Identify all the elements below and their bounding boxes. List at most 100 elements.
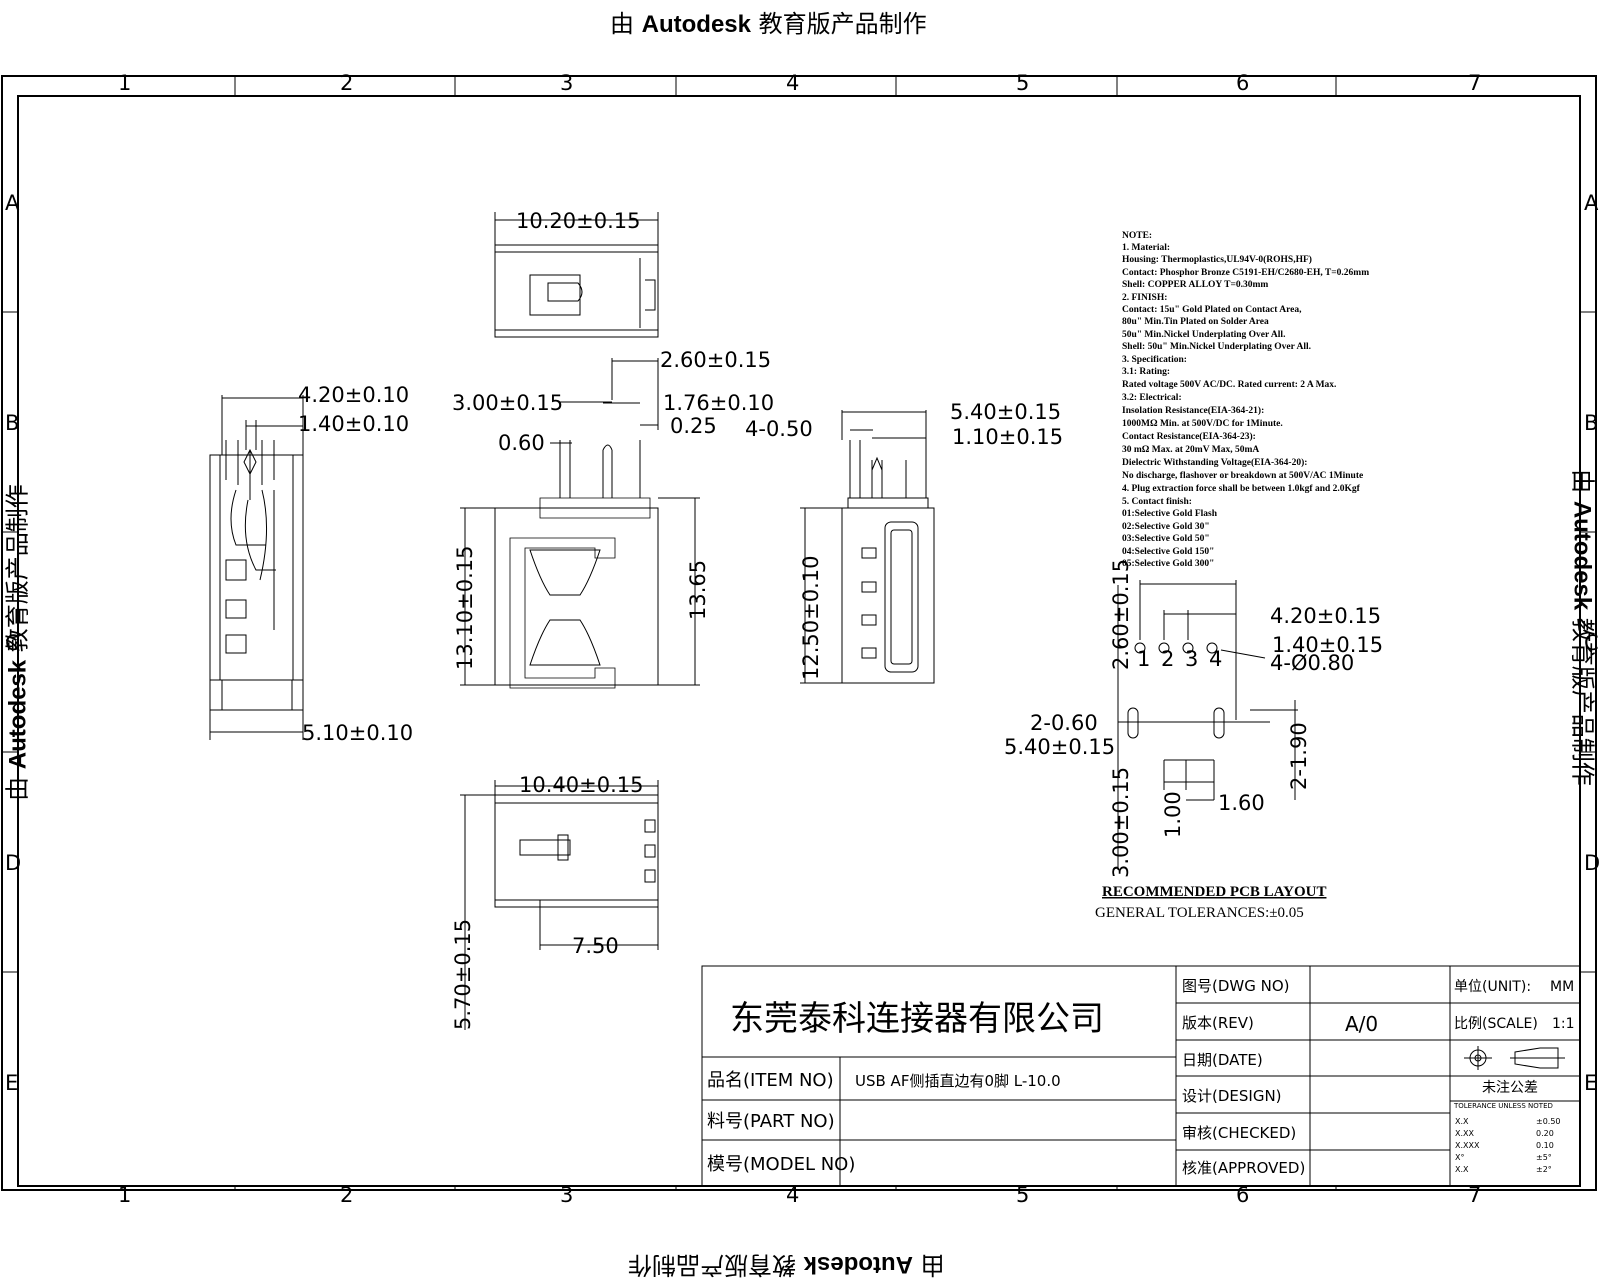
- note-line: Contact Resistance(EIA-364-23):: [1122, 431, 1256, 442]
- item-value: USB AF侧插直边有0脚 L-10.0: [855, 1072, 1061, 1090]
- model-label: 模号(MODEL NO): [707, 1154, 855, 1175]
- top-width-dim: 10.20±0.15: [516, 209, 640, 233]
- pcb-dim-1: 4.20±0.15: [1270, 604, 1381, 628]
- front-dim-5: 0.60: [498, 431, 545, 455]
- note-line: 3.1: Rating:: [1122, 367, 1170, 377]
- note-line: Contact: 15u" Gold Plated on Contact Are…: [1122, 305, 1302, 315]
- pcb-pin-labels: 1 2 3 4: [1137, 647, 1222, 671]
- note-line: 80u" Min.Tin Plated on Solder Area: [1122, 317, 1269, 327]
- note-line: 1000MΩ Min. at 500V/DC for 1Minute.: [1122, 419, 1283, 429]
- front-dim-2: 3.00±0.15: [452, 391, 563, 415]
- item-label: 品名(ITEM NO): [707, 1070, 834, 1091]
- end-dim-1: 5.40±0.15: [950, 400, 1061, 424]
- pcb-dim-5: 2-0.60: [1030, 711, 1098, 735]
- note-line: 30 mΩ Max. at 20mV Max, 50mA: [1122, 445, 1259, 455]
- tolerance-subtitle: TOLERANCE UNLESS NOTED: [1453, 1102, 1553, 1110]
- bottom-dim-2: 5.70±0.15: [451, 919, 475, 1030]
- end-dim-2: 4-0.50: [745, 417, 813, 441]
- tol-key: X.X: [1455, 1117, 1469, 1126]
- grid-col-2-b: 2: [340, 1183, 353, 1207]
- grid-col-3-b: 3: [560, 1183, 573, 1207]
- grid-row-b: B: [5, 411, 19, 435]
- rev-value: A/0: [1345, 1012, 1378, 1036]
- tol-key: X.X: [1455, 1165, 1469, 1174]
- bottom-dim-3: 7.50: [572, 934, 619, 958]
- grid-col-3: 3: [560, 71, 573, 95]
- pcb-dim-10: 3.00±0.15: [1109, 767, 1133, 878]
- grid-col-5: 5: [1016, 71, 1029, 95]
- unit-value: MM: [1550, 979, 1574, 995]
- approved-label: 核准(APPROVED): [1182, 1159, 1305, 1177]
- bottom-view: [460, 780, 658, 1030]
- grid-row-b-r: B: [1584, 411, 1598, 435]
- grid-row-e: E: [5, 1071, 18, 1095]
- grid-col-4-b: 4: [786, 1183, 799, 1207]
- pcb-dim-4: 2.60±0.15: [1109, 559, 1133, 670]
- note-line: No discharge, flashover or breakdown at …: [1122, 471, 1363, 481]
- bottom-dim-1: 10.40±0.15: [519, 773, 643, 797]
- note-line: Housing: Thermoplastics,UL94V-0(ROHS,HF): [1122, 254, 1312, 265]
- grid-col-1-b: 1: [118, 1183, 131, 1207]
- grid-row-d-r: D: [1584, 851, 1600, 875]
- pcb-dim-6: 5.40±0.15: [1004, 735, 1115, 759]
- grid-row-a: A: [5, 191, 20, 215]
- note-line: 4. Plug extraction force shall be betwee…: [1122, 484, 1361, 494]
- dwg-label: 图号(DWG NO): [1182, 977, 1290, 995]
- scale-value: 1:1: [1552, 1016, 1575, 1032]
- checked-label: 审核(CHECKED): [1182, 1124, 1296, 1142]
- pcb-title: RECOMMENDED PCB LAYOUT: [1102, 884, 1326, 900]
- note-line: Shell: 50u" Min.Nickel Underplating Over…: [1122, 342, 1311, 352]
- note-line: 02:Selective Gold 30": [1122, 522, 1210, 532]
- end-dim-4: 12.50±0.10: [799, 556, 823, 680]
- grid-col-5-b: 5: [1016, 1183, 1029, 1207]
- note-line: Shell: COPPER ALLOY T=0.30mm: [1122, 280, 1268, 290]
- note-line: 05:Selective Gold 300": [1122, 559, 1214, 569]
- side-view: [210, 395, 303, 740]
- pin-4: 4: [1209, 647, 1222, 671]
- note-line: 50u" Min.Nickel Underplating Over All.: [1122, 330, 1285, 340]
- note-line: 03:Selective Gold 50": [1122, 534, 1210, 544]
- pin-3: 3: [1185, 647, 1198, 671]
- grid-col-2: 2: [340, 71, 353, 95]
- part-label: 料号(PART NO): [707, 1111, 835, 1132]
- front-dim-6: 13.10±0.15: [453, 546, 477, 670]
- tol-val: 0.20: [1536, 1129, 1554, 1138]
- tol-val: ±5°: [1536, 1153, 1552, 1162]
- grid-col-4: 4: [786, 71, 799, 95]
- tol-val: ±0.50: [1536, 1117, 1561, 1126]
- grid-row-a-r: A: [1584, 191, 1599, 215]
- tol-key: X.XXX: [1455, 1141, 1480, 1150]
- tol-key: X°: [1455, 1153, 1464, 1162]
- side-dim-1: 4.20±0.10: [298, 383, 409, 407]
- note-line: 04:Selective Gold 150": [1122, 547, 1214, 557]
- note-line: 3.2: Electrical:: [1122, 393, 1182, 403]
- grid-row-e-r: E: [1584, 1071, 1597, 1095]
- note-line: Insolation Resistance(EIA-364-21):: [1122, 405, 1264, 416]
- pin-1: 1: [1137, 647, 1150, 671]
- date-label: 日期(DATE): [1182, 1051, 1263, 1069]
- tol-key: X.XX: [1455, 1129, 1475, 1138]
- note-line: Dielectric Withstanding Voltage(EIA-364-…: [1122, 457, 1307, 468]
- front-dim-3: 1.76±0.10: [663, 391, 774, 415]
- grid-row-c: C: [5, 631, 20, 655]
- tol-val: ±2°: [1536, 1165, 1552, 1174]
- pcb-dim-8: 1.60: [1218, 791, 1265, 815]
- front-dim-4: 0.25: [670, 414, 717, 438]
- pcb-dim-7: 2-1.90: [1287, 722, 1311, 790]
- front-dim-7: 13.65: [686, 560, 710, 620]
- unit-label: 单位(UNIT):: [1454, 979, 1531, 995]
- note-line: 3. Specification:: [1122, 355, 1187, 365]
- company-name: 东莞泰科连接器有限公司: [730, 999, 1104, 1039]
- note-line: Rated voltage 500V AC/DC. Rated current:…: [1122, 380, 1336, 390]
- rev-label: 版本(REV): [1182, 1014, 1254, 1032]
- tolerance-table: X.X ±0.50 X.XX 0.20 X.XXX 0.10 X° ±5° X.…: [1455, 1117, 1561, 1174]
- front-dim-1: 2.60±0.15: [660, 348, 771, 372]
- note-line: NOTE:: [1122, 231, 1152, 241]
- grid-col-6: 6: [1236, 71, 1249, 95]
- pcb-dim-3: 4-Ø0.80: [1270, 651, 1354, 675]
- grid-col-7-b: 7: [1468, 1183, 1481, 1207]
- grid-col-7: 7: [1468, 71, 1481, 95]
- grid-col-6-b: 6: [1236, 1183, 1249, 1207]
- scale-label: 比例(SCALE): [1454, 1016, 1538, 1032]
- note-line: Contact: Phosphor Bronze C5191-EH/C2680-…: [1122, 268, 1369, 278]
